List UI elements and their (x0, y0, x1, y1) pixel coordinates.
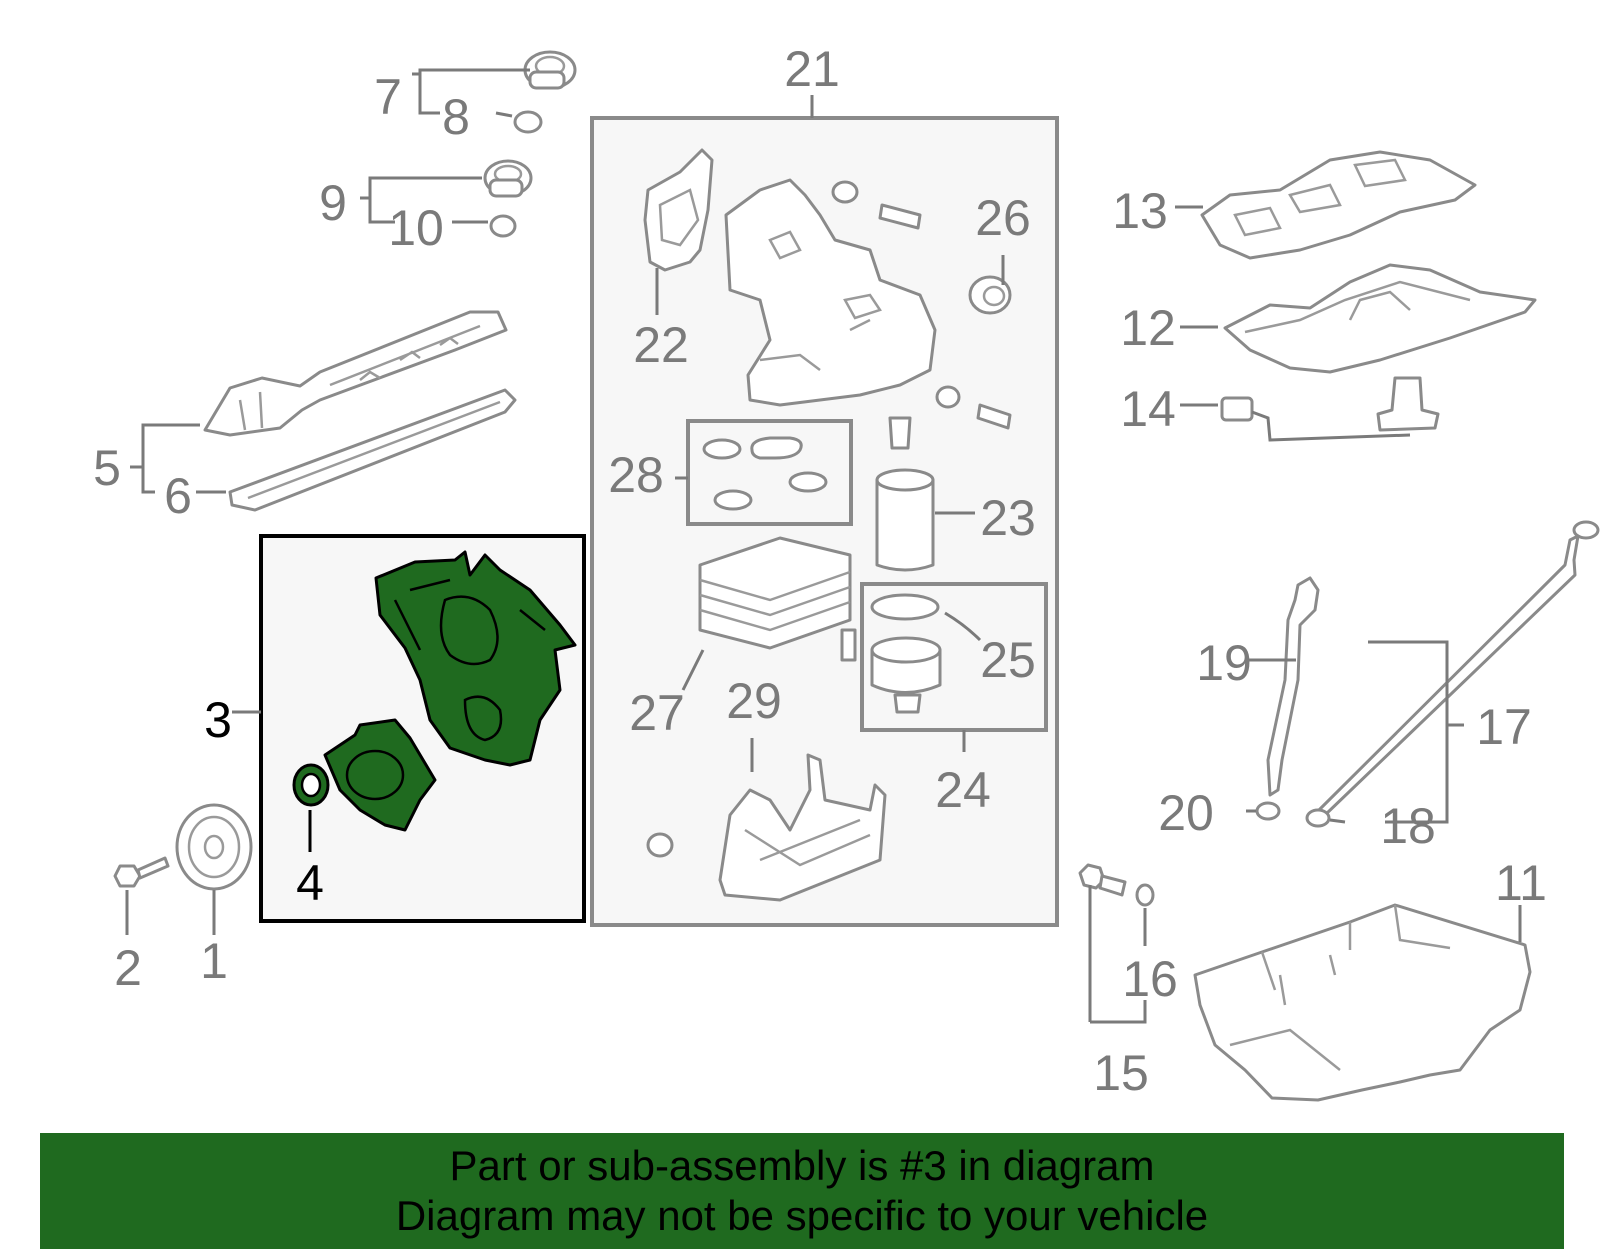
callout-1[interactable]: 1 (200, 933, 228, 989)
seal-kit-box-28 (686, 419, 853, 526)
callout-8[interactable]: 8 (442, 89, 470, 145)
callout-20[interactable]: 20 (1158, 785, 1214, 841)
shield-13[interactable] (1200, 150, 1477, 260)
oil-filter-23[interactable] (875, 468, 935, 572)
seal-8[interactable] (513, 110, 543, 134)
callout-2[interactable]: 2 (114, 940, 142, 996)
oil-filler-cap-9[interactable] (483, 159, 533, 198)
banner-line-2: Diagram may not be specific to your vehi… (395, 1192, 1209, 1239)
timing-cover-3[interactable] (292, 550, 577, 832)
callout-11[interactable]: 11 (1495, 855, 1547, 911)
callout-24[interactable]: 24 (935, 762, 991, 818)
bracket-29[interactable] (646, 753, 887, 902)
crank-balancer-1[interactable] (175, 803, 253, 891)
callout-16[interactable]: 16 (1122, 951, 1178, 1007)
callout-23[interactable]: 23 (980, 490, 1036, 546)
callout-19[interactable]: 19 (1196, 635, 1252, 691)
valve-cover-5[interactable] (203, 310, 508, 437)
callout-14[interactable]: 14 (1120, 381, 1176, 437)
callout-29[interactable]: 29 (726, 673, 782, 729)
seal-20[interactable] (1255, 801, 1281, 821)
seal-18[interactable] (1305, 808, 1331, 828)
callout-25[interactable]: 25 (980, 632, 1036, 688)
oil-filter-adapter[interactable] (724, 178, 1012, 450)
oil-cooler-27[interactable] (698, 536, 857, 662)
dipstick-17[interactable] (1316, 520, 1600, 820)
callout-5[interactable]: 5 (93, 440, 121, 496)
info-banner: Part or sub-assembly is #3 in diagram Di… (40, 1133, 1564, 1249)
callout-6[interactable]: 6 (164, 468, 192, 524)
callout-3[interactable]: 3 (204, 692, 232, 748)
filter-kit-25[interactable] (870, 593, 942, 714)
filter-kit-box-24 (860, 582, 1048, 732)
oil-pan-gasket-12[interactable] (1223, 263, 1537, 374)
callout-28[interactable]: 28 (608, 447, 664, 503)
callout-7[interactable]: 7 (374, 69, 402, 125)
oil-pan-11[interactable] (1193, 903, 1532, 1102)
callout-9[interactable]: 9 (319, 175, 347, 231)
callout-10[interactable]: 10 (388, 200, 444, 256)
callout-27[interactable]: 27 (629, 685, 685, 741)
gasket-22[interactable] (643, 148, 714, 272)
oil-filler-cap-7[interactable] (523, 50, 577, 90)
callouts: 1 2 3 4 5 6 7 8 9 10 11 12 13 14 15 16 1… (93, 41, 1547, 1101)
callout-26[interactable]: 26 (975, 190, 1031, 246)
seal-16[interactable] (1135, 883, 1155, 907)
callout-21[interactable]: 21 (784, 41, 840, 97)
leader-lines (125, 68, 1522, 1024)
callout-4[interactable]: 4 (296, 855, 324, 911)
callout-17[interactable]: 17 (1476, 699, 1532, 755)
bolt-2[interactable] (113, 856, 170, 888)
drain-plug-15[interactable] (1078, 863, 1127, 897)
callout-22[interactable]: 22 (633, 317, 689, 373)
banner-line-1: Part or sub-assembly is #3 in diagram (449, 1142, 1155, 1189)
callout-18[interactable]: 18 (1380, 798, 1436, 854)
callout-15[interactable]: 15 (1093, 1045, 1149, 1101)
callout-13[interactable]: 13 (1112, 183, 1168, 239)
seal-10[interactable] (489, 214, 517, 238)
dipstick-tube-19[interactable] (1266, 576, 1320, 797)
valve-cover-gasket-6[interactable] (228, 388, 517, 512)
seal-rings-28[interactable] (702, 436, 828, 511)
callout-12[interactable]: 12 (1120, 300, 1176, 356)
oil-level-sensor-14[interactable] (1220, 376, 1440, 442)
